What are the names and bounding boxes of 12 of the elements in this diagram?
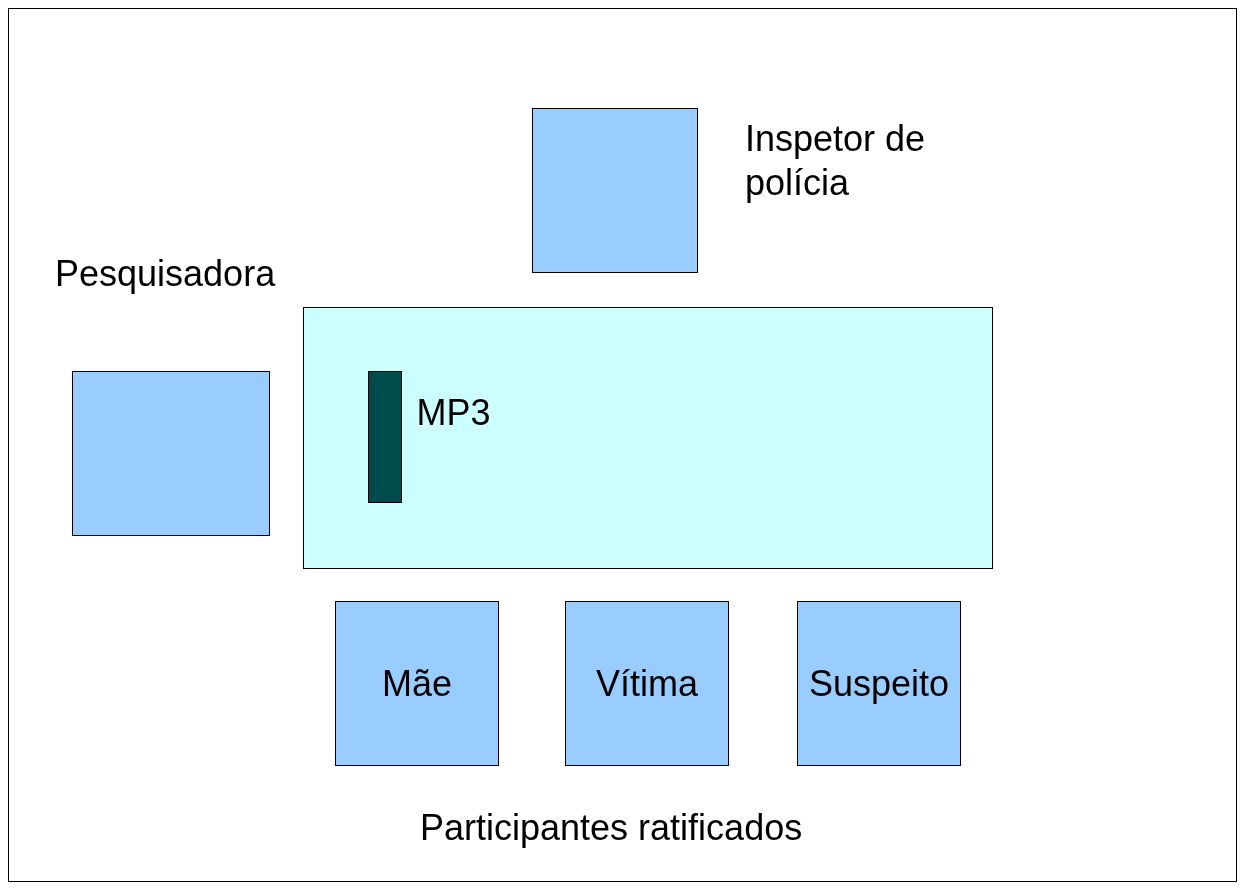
person-box xyxy=(335,601,499,766)
role-label: Pesquisadora xyxy=(55,252,277,296)
role-label: Vítima xyxy=(596,661,698,706)
role-label: Inspetor de polícia xyxy=(745,117,927,205)
table-rectangle xyxy=(303,307,993,569)
person-box xyxy=(565,601,729,766)
person-box xyxy=(797,601,961,766)
recorder-bar xyxy=(367,370,402,503)
role-label: Mãe xyxy=(382,661,452,706)
group-caption: Participantes ratificados xyxy=(420,806,803,850)
role-label: Suspeito xyxy=(808,661,950,706)
device-label: MP3 xyxy=(416,390,491,435)
